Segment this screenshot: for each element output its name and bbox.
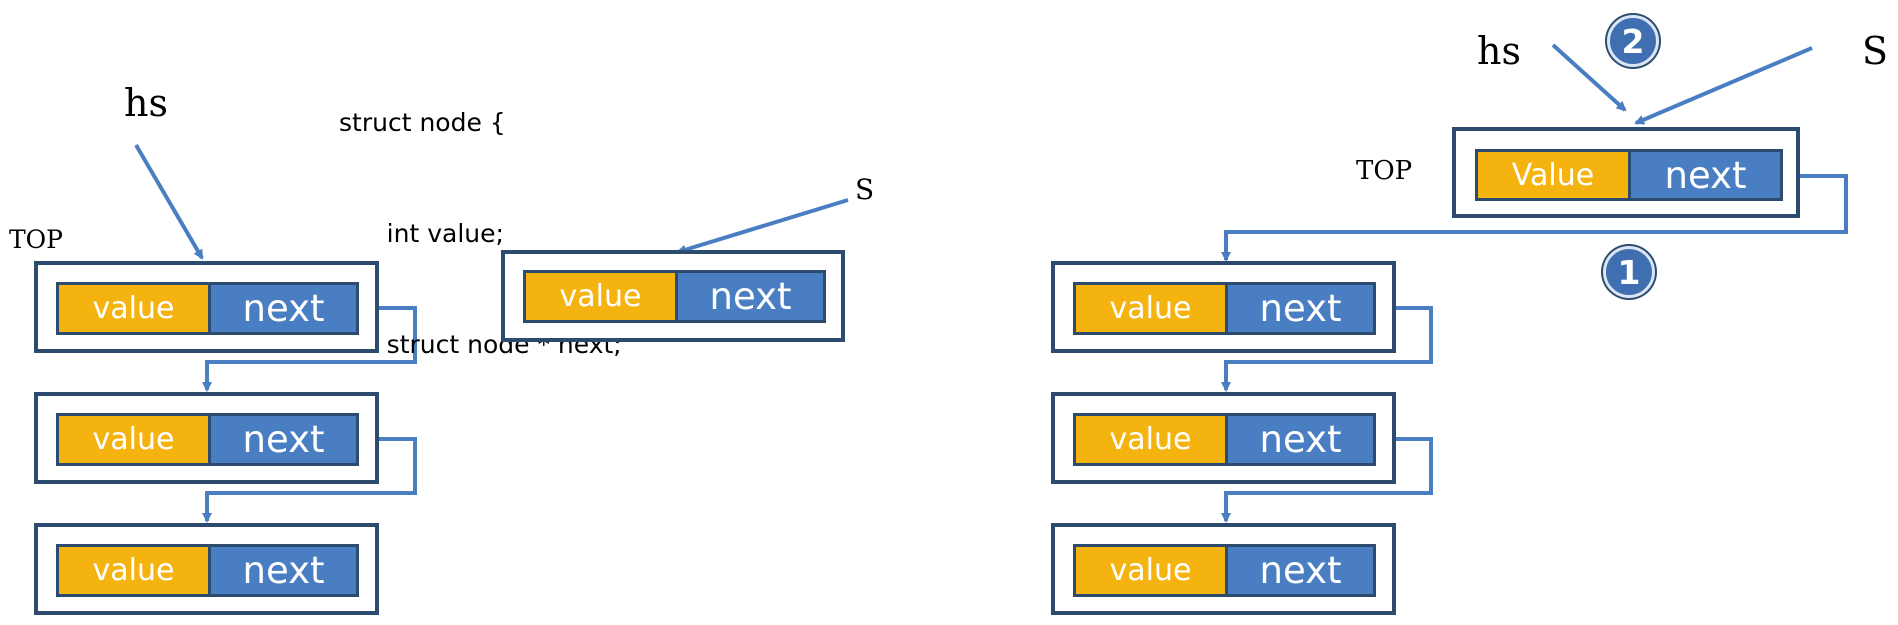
right-s-label: S	[1862, 29, 1889, 73]
value-field: value	[1076, 547, 1228, 594]
right-node-2: value next	[1051, 392, 1396, 484]
right-top-node: Value next	[1452, 127, 1800, 218]
value-field: value	[1076, 285, 1228, 332]
right-link-2-arrow	[1221, 437, 1433, 523]
next-field: next	[1228, 547, 1373, 594]
next-field: next	[211, 416, 356, 463]
code-line: };	[339, 437, 622, 474]
code-line: int value;	[339, 219, 504, 248]
value-field: value	[59, 416, 211, 463]
left-hs-label: hs	[124, 81, 168, 125]
next-field: next	[211, 285, 356, 332]
right-hs-label: hs	[1477, 29, 1521, 73]
code-line: struct node {	[339, 108, 506, 137]
next-field: next	[1228, 285, 1373, 332]
next-field: next	[678, 273, 823, 320]
value-field: Value	[1478, 152, 1631, 198]
left-node-1: value next	[34, 261, 379, 353]
middle-s-label: S	[855, 173, 875, 206]
value-field: value	[526, 273, 678, 320]
left-link-2-arrow	[202, 437, 417, 523]
left-node-2: value next	[34, 392, 379, 484]
next-field: next	[1631, 152, 1780, 198]
right-s-arrow	[1634, 46, 1813, 125]
next-field: next	[211, 547, 356, 594]
left-top-label: TOP	[9, 225, 63, 254]
value-field: value	[1076, 416, 1228, 463]
left-hs-arrow	[134, 143, 204, 260]
middle-s-arrow	[676, 198, 849, 255]
right-hs-arrow	[1551, 43, 1627, 112]
right-link-1-arrow	[1221, 306, 1433, 392]
value-field: value	[59, 285, 211, 332]
right-node-3: value next	[1051, 523, 1396, 615]
step-2-badge: 2	[1607, 15, 1659, 67]
next-field: next	[1228, 416, 1373, 463]
top-to-stack-link-arrow	[1221, 174, 1848, 262]
right-top-label: TOP	[1356, 156, 1413, 186]
step-1-badge: 1	[1603, 246, 1655, 298]
new-node: value next	[501, 250, 845, 342]
right-node-1: value next	[1051, 261, 1396, 353]
left-link-1-arrow	[202, 306, 417, 392]
value-field: value	[59, 547, 211, 594]
left-node-3: value next	[34, 523, 379, 615]
